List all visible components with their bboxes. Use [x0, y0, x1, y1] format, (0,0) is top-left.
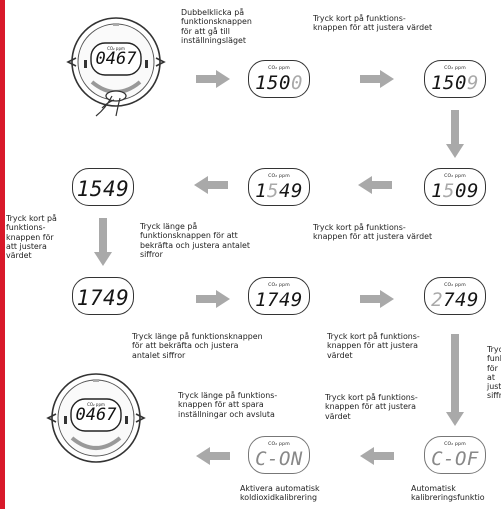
- display-unit: CO₂ ppm: [268, 174, 290, 179]
- display-1500: CO₂ ppm 1500: [248, 60, 310, 98]
- device-unit: CO₂ ppm: [87, 402, 105, 407]
- step-label-6: Tryck länge på funktionsknappen för att …: [132, 332, 263, 360]
- display-value: 1549: [255, 180, 303, 202]
- device-value: 0467: [95, 49, 137, 69]
- display-value: 1500: [255, 72, 303, 94]
- arrow-down-icon: [446, 334, 464, 426]
- arrow-right-icon: [360, 70, 394, 88]
- display-value: 1509: [431, 72, 479, 94]
- display-1509-a: CO₂ ppm 1509: [424, 60, 486, 98]
- device-final: CO₂ ppm 0467: [42, 366, 152, 476]
- device-screen: CO₂ ppm 0467: [71, 401, 121, 429]
- device-value: 0467: [75, 405, 117, 425]
- display-1749-b: CO₂ ppm 1749: [248, 277, 310, 315]
- display-1509-b: CO₂ ppm 1509: [424, 168, 486, 206]
- arrow-right-icon: [196, 290, 230, 308]
- display-value: 1509: [431, 180, 479, 202]
- step-label-9: Tryck kort på funktions- knappen för att…: [325, 393, 418, 421]
- display-value: 1749: [76, 286, 130, 310]
- arrow-down-icon: [94, 218, 112, 266]
- device-illustration: [66, 17, 166, 117]
- device-illustration: [46, 373, 146, 463]
- step-label-1: Dubbelklicka på funktionsknappen för att…: [181, 8, 252, 45]
- step-label-2: Tryck kort på funktions- knappen för att…: [313, 14, 433, 33]
- arrow-left-icon: [194, 176, 228, 194]
- accent-bar: [0, 0, 5, 509]
- step-label-10: Tryck länge på funktions- knappen för at…: [178, 391, 278, 419]
- step-label-7: Tryck kort på funktions- knappen för att…: [327, 332, 420, 360]
- display-value: C-OF: [431, 448, 479, 470]
- display-unit: CO₂ ppm: [268, 283, 290, 288]
- display-value: 1749: [255, 289, 303, 311]
- display-value: C-ON: [255, 448, 303, 470]
- display-value: 2749: [431, 289, 479, 311]
- step-label-4: Tryck länge på funktionsknappen för att …: [140, 222, 251, 259]
- display-c-of: CO₂ ppm C-OF: [424, 436, 486, 474]
- arrow-left-icon: [196, 447, 230, 465]
- device-unit: CO₂ ppm: [107, 46, 125, 51]
- step-label-3: Tryck kort på funktions- knappen för att…: [313, 223, 433, 242]
- arrow-right-icon: [360, 290, 394, 308]
- display-2749: CO₂ ppm 2749: [424, 277, 486, 315]
- display-c-on: CO₂ ppm C-ON: [248, 436, 310, 474]
- display-unit: CO₂ ppm: [444, 66, 466, 71]
- step-label-5: Tryck kort på funktions- knappen för att…: [6, 214, 57, 261]
- step-label-11: Aktivera automatisk koldioxidkalibrering: [240, 484, 320, 503]
- display-1549-b: 1549: [72, 168, 134, 206]
- display-unit: CO₂ ppm: [268, 442, 290, 447]
- display-1749-a: 1749: [72, 277, 134, 315]
- display-unit: CO₂ ppm: [268, 66, 290, 71]
- display-1549-a: CO₂ ppm 1549: [248, 168, 310, 206]
- arrow-left-icon: [360, 447, 394, 465]
- arrow-left-icon: [358, 176, 392, 194]
- device-with-hand: CO₂ ppm 0467: [62, 10, 172, 120]
- arrow-down-icon: [446, 110, 464, 158]
- display-value: 1549: [76, 177, 130, 201]
- device-screen: CO₂ ppm 0467: [91, 45, 141, 73]
- arrow-right-icon: [196, 70, 230, 88]
- display-unit: CO₂ ppm: [444, 174, 466, 179]
- step-label-8: Tryck funkt för at juste siffr: [487, 345, 501, 401]
- step-label-12: Automatisk kalibreringsfunktio: [411, 484, 485, 503]
- display-unit: CO₂ ppm: [444, 283, 466, 288]
- display-unit: CO₂ ppm: [444, 442, 466, 447]
